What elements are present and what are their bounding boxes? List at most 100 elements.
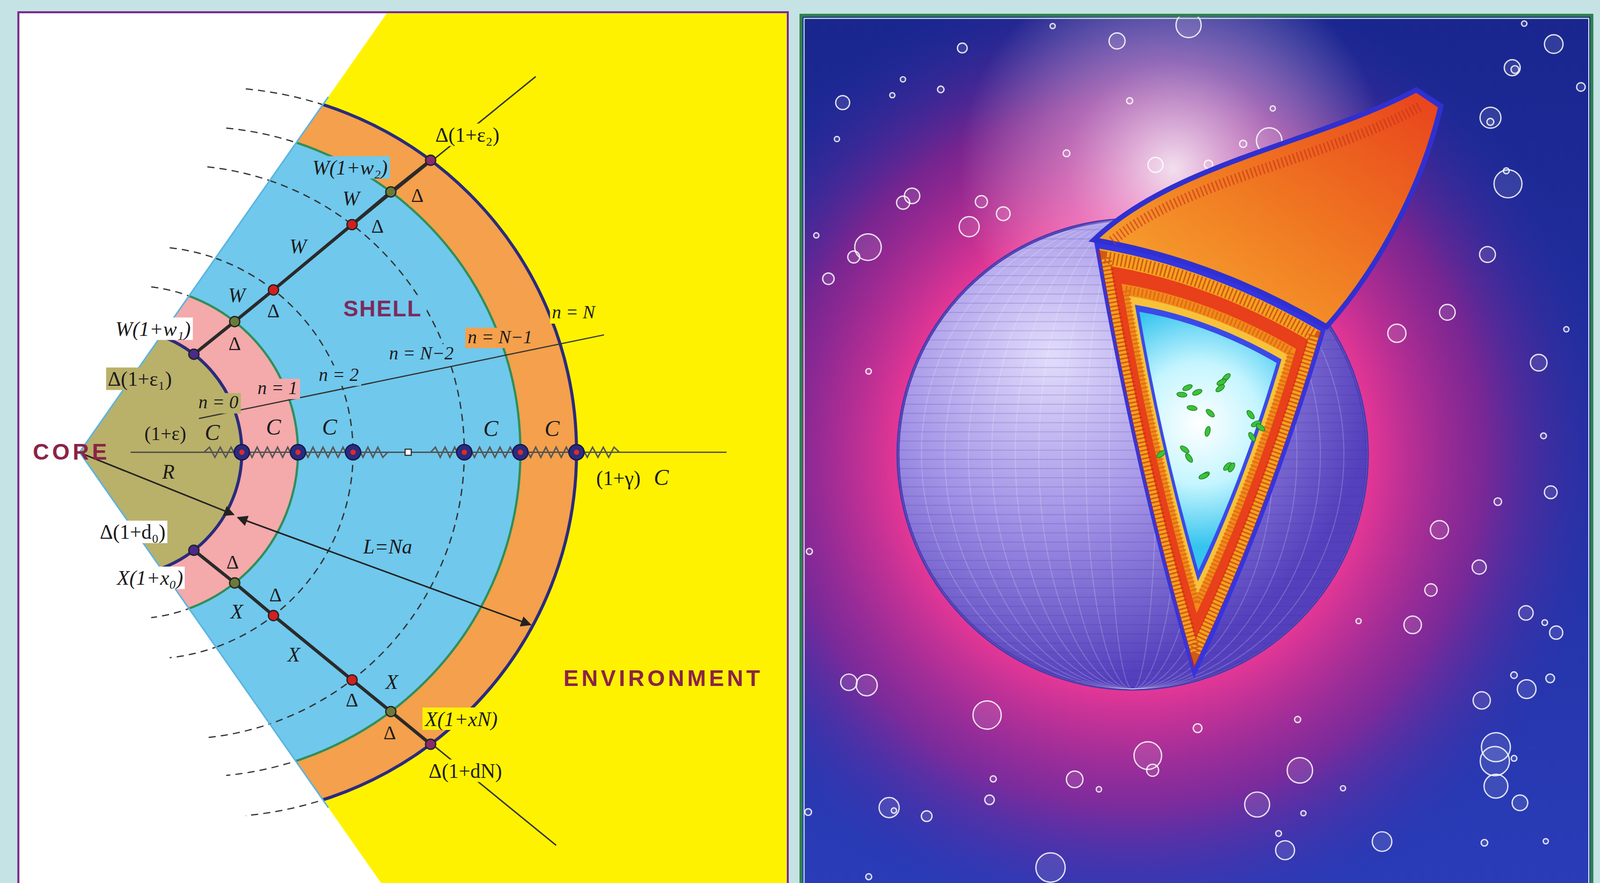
water-bubble — [1146, 763, 1159, 777]
lipid-row — [887, 578, 1378, 580]
water-bubble — [879, 797, 900, 818]
lipid-row — [887, 559, 1378, 561]
region-name: ENVIRONMENT — [563, 665, 763, 692]
math-label: W(1+w₁) — [113, 317, 193, 340]
math-label: X — [285, 642, 303, 666]
lipid-row — [887, 495, 1378, 497]
water-bubble — [1544, 34, 1563, 54]
lipid-row — [887, 624, 1378, 626]
math-label: C — [542, 416, 562, 442]
water-bubble — [1356, 618, 1362, 624]
water-bubble — [1541, 619, 1548, 626]
water-bubble — [1481, 732, 1511, 762]
water-bubble — [1480, 107, 1502, 129]
lipid-row — [887, 440, 1378, 442]
lipid-row — [887, 532, 1378, 534]
lipid-row — [887, 522, 1378, 524]
outer-shell-layer — [19, 87, 577, 818]
ellipsis-mark — [405, 449, 412, 456]
math-label: n = N−1 — [465, 327, 535, 348]
axis-bead — [234, 444, 250, 460]
math-label: C — [320, 415, 340, 441]
math-label: n = 2 — [316, 365, 361, 386]
water-bubble — [1493, 497, 1502, 505]
atom-bead — [268, 610, 279, 621]
axis-bead — [568, 444, 584, 460]
water-bubble — [834, 136, 840, 142]
thickness-arrow — [237, 517, 531, 625]
lipid-row — [887, 642, 1378, 644]
cargo-particle — [1186, 404, 1198, 411]
math-label: Δ — [369, 216, 387, 238]
water-bubble — [996, 206, 1011, 221]
lipid-row — [887, 568, 1378, 570]
axis-bead-center — [238, 449, 245, 455]
math-label: C — [202, 420, 222, 446]
lipid-row — [887, 605, 1378, 607]
lipid-row — [887, 467, 1378, 469]
axis-bead-center — [517, 449, 523, 455]
water-bubble — [854, 233, 882, 260]
shell-region-label: SHELL — [339, 295, 427, 324]
axis-bead-center — [573, 449, 580, 455]
lipid-row — [887, 458, 1378, 460]
vesicle-illustration — [801, 16, 1591, 883]
water-bubble — [1472, 691, 1491, 709]
bond-chain — [194, 160, 431, 355]
atom-bead — [385, 186, 396, 197]
cargo-particle — [1245, 409, 1256, 421]
math-label: n = 0 — [196, 392, 241, 413]
lipid-tails — [1104, 257, 1315, 653]
water-bubble — [1543, 838, 1549, 844]
water-bubble — [1493, 169, 1522, 198]
math-label: Δ — [224, 551, 241, 574]
math-label: W — [287, 234, 309, 258]
math-label: Δ — [267, 583, 284, 606]
math-label: L=Na — [361, 534, 415, 558]
lipid-row — [887, 587, 1378, 589]
spring-symbol — [298, 447, 354, 458]
bilayer-cut-layer — [1099, 248, 1321, 666]
water-bubble — [1287, 757, 1313, 783]
flap-lipid-tails — [1112, 106, 1421, 241]
math-label: Δ(1+dN) — [426, 758, 504, 782]
math-label: Δ — [381, 721, 399, 744]
water-bubble — [1275, 830, 1282, 837]
lipid-row — [887, 513, 1378, 515]
water-bubble — [1530, 354, 1548, 371]
atom-bead — [188, 348, 199, 360]
environment-region-label: ENVIRONMENT — [559, 664, 768, 693]
water-bubble — [806, 548, 813, 555]
water-background — [801, 16, 1591, 883]
water-bubble — [957, 43, 968, 53]
cargo-particle — [1155, 449, 1167, 460]
atom-bead — [229, 316, 240, 327]
water-bubble — [840, 673, 857, 691]
water-bubble — [835, 95, 850, 110]
atom-bead — [346, 219, 358, 230]
water-bubble — [900, 76, 906, 83]
core-region-label: CORE — [28, 437, 114, 466]
cargo-particle — [1191, 387, 1203, 397]
math-label: (1+γ) — [594, 466, 643, 489]
lipid-row — [887, 633, 1378, 635]
water-bubble — [1372, 831, 1392, 851]
water-bubble — [1504, 59, 1521, 76]
math-label: Δ — [409, 185, 426, 207]
lipid-row — [887, 679, 1378, 681]
cargo-particle — [1184, 452, 1194, 464]
bilayer-cut-layer — [1129, 295, 1288, 595]
cargo-particle — [1176, 391, 1188, 398]
water-bubble — [1340, 785, 1346, 791]
radial-line — [194, 549, 557, 845]
water-bubble — [1549, 625, 1563, 639]
water-bubble — [865, 873, 872, 880]
water-bubble — [1244, 791, 1270, 817]
atom-bead — [229, 577, 240, 588]
water-bubble — [1479, 246, 1496, 262]
water-bubble — [1430, 520, 1449, 539]
atom-bead — [188, 544, 199, 556]
axis-line — [130, 451, 727, 454]
